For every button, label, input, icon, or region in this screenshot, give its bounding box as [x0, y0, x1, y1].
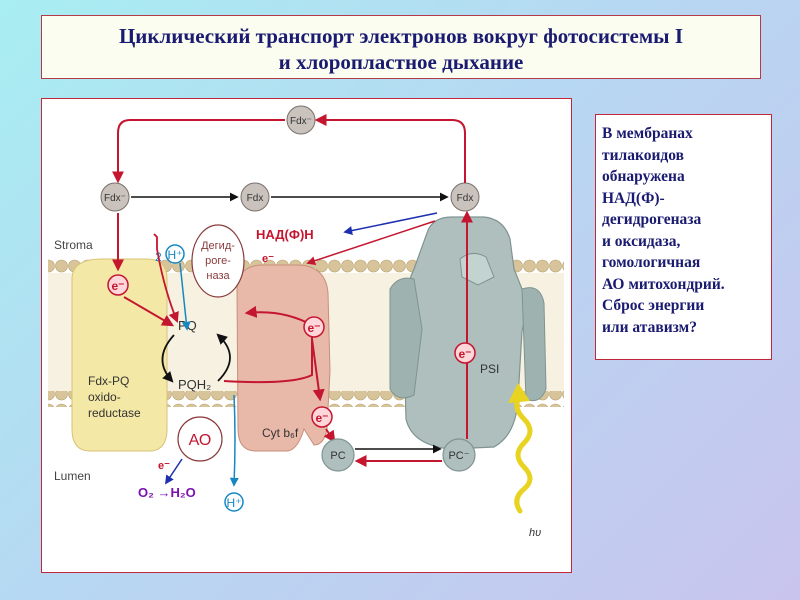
electron-ao: e⁻ — [158, 460, 170, 472]
nadph-to-pq-arrow — [153, 233, 179, 324]
fdx-right-label: Fdx — [457, 193, 474, 204]
nadph-arrow-blue — [343, 212, 438, 235]
proton-path-2 — [229, 394, 239, 487]
oxygen-water-label: O₂ →H₂O — [138, 485, 196, 500]
electron-psi: e⁻ — [458, 347, 471, 361]
enzyme-label-3: reductase — [88, 406, 141, 420]
note-line: гомологичная — [602, 254, 701, 271]
note-line: или атавизм? — [602, 318, 697, 336]
electron-cyt-1: e⁻ — [307, 321, 320, 335]
red-loop-arrow-left — [112, 119, 285, 184]
note-box: В мембранах тилакоидов обнаружена НАД(Ф)… — [595, 114, 772, 360]
nadph-label: НАД(Ф)Н — [256, 227, 314, 242]
title-box: Циклический транспорт электронов вокруг … — [41, 15, 761, 79]
electron-nadph-label: e⁻ — [262, 253, 274, 265]
fdx-left-label: Fdx⁻ — [104, 193, 126, 204]
dehydrogenase-label-1: Дегид- — [201, 240, 235, 252]
enzyme-label-1: Fdx-PQ — [88, 374, 129, 388]
note-line: обнаружена — [602, 168, 685, 185]
lumen-label: Lumen — [54, 469, 91, 483]
note-line: АО митохондрий. — [602, 275, 725, 293]
pc-left: PC — [321, 438, 355, 472]
fdx-top-label: Fdx⁻ — [290, 116, 312, 127]
fdx-top: Fdx⁻ — [286, 105, 316, 135]
pqh2-label: PQH₂ — [178, 377, 211, 392]
pc-right-label: PC⁻ — [448, 450, 469, 462]
pc-left-label: PC — [330, 450, 345, 462]
nadph-arrow-red — [306, 220, 436, 266]
cyt-label: Cyt b₆f — [262, 426, 299, 440]
electron-enzyme: e⁻ — [111, 279, 124, 293]
note-line: дегидрогеназа — [602, 211, 702, 228]
pqh2-oxidation-arrow — [216, 333, 231, 382]
cyt-down-arrow — [311, 338, 325, 402]
dehydrogenase: Дегид- роге- наза — [191, 224, 245, 298]
diagram-svg: Fdx⁻ Fdx⁻ Fdx Fdx Stroma Lumen НАД(Ф)Н e… — [48, 105, 564, 539]
fdx-right: Fdx — [450, 182, 480, 212]
cyt-to-pc-arrow — [323, 428, 336, 443]
pc-right: PC⁻ — [442, 438, 476, 472]
note-line: и оксидаза, — [602, 232, 681, 250]
cyt-red-loop — [223, 305, 313, 384]
fdx-pq-oxidoreductase — [71, 258, 168, 452]
light-wave-head — [508, 383, 530, 403]
pq-label: PQ — [178, 318, 197, 333]
enzyme-label-2: oxido- — [88, 390, 121, 404]
fdx-left: Fdx⁻ — [100, 182, 130, 212]
h-plus-bottom: H⁺ — [227, 496, 242, 510]
dehydrogenase-label-2: роге- — [205, 255, 231, 267]
note-line: тилакоидов — [602, 146, 684, 164]
electron-cyt-2: e⁻ — [315, 411, 328, 425]
enzyme-to-pq-arrow — [123, 296, 175, 327]
light-wave — [514, 394, 533, 514]
title-line-2: и хлоропластное дыхание — [278, 50, 524, 74]
dehydrogenase-label-3: наза — [206, 270, 230, 282]
title-line-1: Циклический транспорт электронов вокруг … — [118, 24, 684, 48]
alternative-oxidase: АО — [177, 416, 223, 462]
stroma-label: Stroma — [54, 238, 93, 252]
psi-label: PSI — [480, 362, 499, 376]
pq-reduction-arrow — [161, 334, 175, 383]
fdx-mid: Fdx — [240, 182, 270, 212]
fdx-mid-label: Fdx — [247, 193, 264, 204]
ao-to-oxygen-arrow — [165, 458, 183, 485]
h-plus-top: H⁺ — [168, 248, 183, 262]
hv-label: hυ — [529, 527, 541, 539]
red-loop-arrow — [314, 114, 466, 183]
note-line: В мембранах — [602, 125, 693, 142]
ao-label: АО — [189, 432, 212, 449]
note-line: НАД(Ф)- — [602, 189, 665, 207]
note-line: Сброс энергии — [602, 297, 705, 314]
diagram-frame: Fdx⁻ Fdx⁻ Fdx Fdx Stroma Lumen НАД(Ф)Н e… — [41, 98, 572, 573]
proton-path-1 — [179, 262, 191, 331]
